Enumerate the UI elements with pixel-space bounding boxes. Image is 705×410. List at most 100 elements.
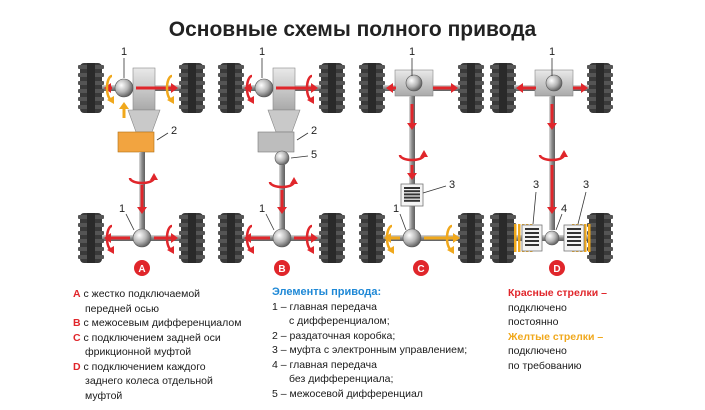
scheme-d-tyre-rear-left <box>490 213 516 263</box>
scheme-b-arrow-rear-right <box>294 233 318 243</box>
legend-item-d: D с подключением каждого <box>73 360 206 373</box>
legend-item-a: A с жестко подключаемой <box>73 288 201 300</box>
scheme-d-label-1-top: 1 <box>549 46 555 58</box>
arrow-head <box>451 83 458 93</box>
leader-line <box>290 155 309 159</box>
tyre-groove <box>87 213 95 263</box>
rotation-head <box>447 246 454 254</box>
scheme-c-spin-propshaft <box>398 150 428 162</box>
badge-circle <box>134 260 150 276</box>
legend-schemes: A с жестко подключаемой передней осью B … <box>73 287 273 403</box>
scheme-b-spin-propshaft <box>268 177 298 189</box>
clutch-plate <box>525 240 539 242</box>
legend-item-c-cont: фрикционной муфтой <box>85 346 192 358</box>
scheme-a-tyre-rear-left <box>78 213 104 263</box>
tyre-groove <box>596 63 604 113</box>
legend-item-b: B с межосевым дифференциалом <box>73 317 242 329</box>
scheme-b-label-1-top: 1 <box>259 46 265 58</box>
element-1: 1 – главная передача <box>272 300 377 313</box>
badge-circle <box>413 260 429 276</box>
rotation-head <box>420 150 428 157</box>
tyre-groove <box>499 213 507 263</box>
leader-line <box>296 132 309 141</box>
badge-circle <box>274 260 290 276</box>
scheme-c-rear-differential <box>402 228 422 248</box>
rotation-head <box>107 246 114 254</box>
scheme-d-spin-coil-right <box>584 224 587 252</box>
scheme-d-tyre-rear-right <box>587 213 613 263</box>
scheme-c-tyre-rear-right <box>458 213 484 263</box>
scheme-a-tyre-front-right <box>179 63 205 113</box>
arrow-head <box>171 233 178 243</box>
clutch-plate <box>567 240 581 242</box>
leader-line <box>265 213 275 231</box>
legend-red-title: Красные стрелки – <box>508 287 607 299</box>
scheme-b-bellhousing <box>267 109 301 133</box>
legend-red-line1: подключено <box>508 301 567 314</box>
scheme-a-bellhousing <box>127 109 161 133</box>
scheme-d-tyre-front-right <box>587 63 613 113</box>
rotation-head <box>107 96 114 104</box>
scheme-b-spin-rear-right <box>305 224 314 254</box>
element-5: 5 – межосевой дифференциал <box>272 387 423 400</box>
scheme-a-rear-differential <box>132 228 152 248</box>
scheme-b-arrow-propshaft <box>277 190 287 214</box>
scheme-a-tyre-front-left <box>78 63 104 113</box>
scheme-b-center-differential <box>274 150 290 166</box>
scheme-b-spin-rear-left <box>245 224 254 254</box>
arrow-head <box>311 83 318 93</box>
tyre-groove <box>467 213 475 263</box>
scheme-c-front-differential <box>405 74 423 92</box>
clutch-plate <box>525 244 539 246</box>
tyre-groove <box>368 63 376 113</box>
arrow-head <box>516 83 523 93</box>
scheme-d-arrow-propshaft <box>547 165 557 214</box>
element-2: 2 – раздаточная коробка; <box>272 329 396 342</box>
arrow-head <box>581 83 588 93</box>
scheme-d-rear-final-drive <box>544 230 560 246</box>
rotation-head <box>167 96 174 104</box>
tyre-groove <box>188 213 196 263</box>
tyre-groove <box>188 63 196 113</box>
arrow-head <box>277 207 287 214</box>
scheme-b-spin-front-right <box>305 74 314 104</box>
rotation-head <box>247 246 254 254</box>
leader-line <box>532 191 537 225</box>
clutch-plate <box>567 244 581 246</box>
scheme-c-clutch <box>400 183 424 207</box>
clutch-plate <box>567 228 581 230</box>
scheme-b-transfer-case <box>257 131 295 153</box>
badge-letter: D <box>553 264 560 275</box>
scheme-c-arrow-rear-right <box>424 233 460 243</box>
legend-arrows: Красные стрелки – подключено постоянно Ж… <box>508 286 698 373</box>
scheme-b-tyre-rear-left <box>218 213 244 263</box>
clutch-plate <box>525 228 539 230</box>
scheme-a-arrow-up <box>119 102 129 118</box>
scheme-c-arrow-propshaft-top <box>407 104 417 130</box>
scheme-c-rear-axle <box>372 235 471 241</box>
scheme-d-spin-coil-left <box>514 224 517 252</box>
scheme-d-spin-propshaft <box>538 150 568 162</box>
element-1-cont: с дифференциалом; <box>289 315 390 327</box>
arrow-head <box>311 233 318 243</box>
scheme-c-arrow-front-right <box>433 83 458 93</box>
scheme-d-tyre-front-left <box>490 63 516 113</box>
scheme-b-rear-differential <box>272 228 292 248</box>
tyre-groove <box>227 213 235 263</box>
scheme-c-spin-rear-right <box>445 224 454 254</box>
scheme-c-tyre-front-left <box>359 63 385 113</box>
clutch-plate <box>404 193 420 196</box>
legend-item-a-cont: передней осью <box>85 302 159 315</box>
rotation-head <box>290 177 298 184</box>
clutch-plate <box>525 232 539 234</box>
leader-line <box>399 213 407 231</box>
scheme-a-spin-propshaft <box>128 173 158 185</box>
arrow-head <box>547 123 557 130</box>
tyre-groove <box>87 63 95 113</box>
scheme-a-badge: A <box>134 260 150 276</box>
badge-letter: B <box>278 264 285 275</box>
tyre-groove <box>227 63 235 113</box>
rotation-head <box>560 150 568 157</box>
element-4: 4 – главная передача <box>272 358 377 371</box>
